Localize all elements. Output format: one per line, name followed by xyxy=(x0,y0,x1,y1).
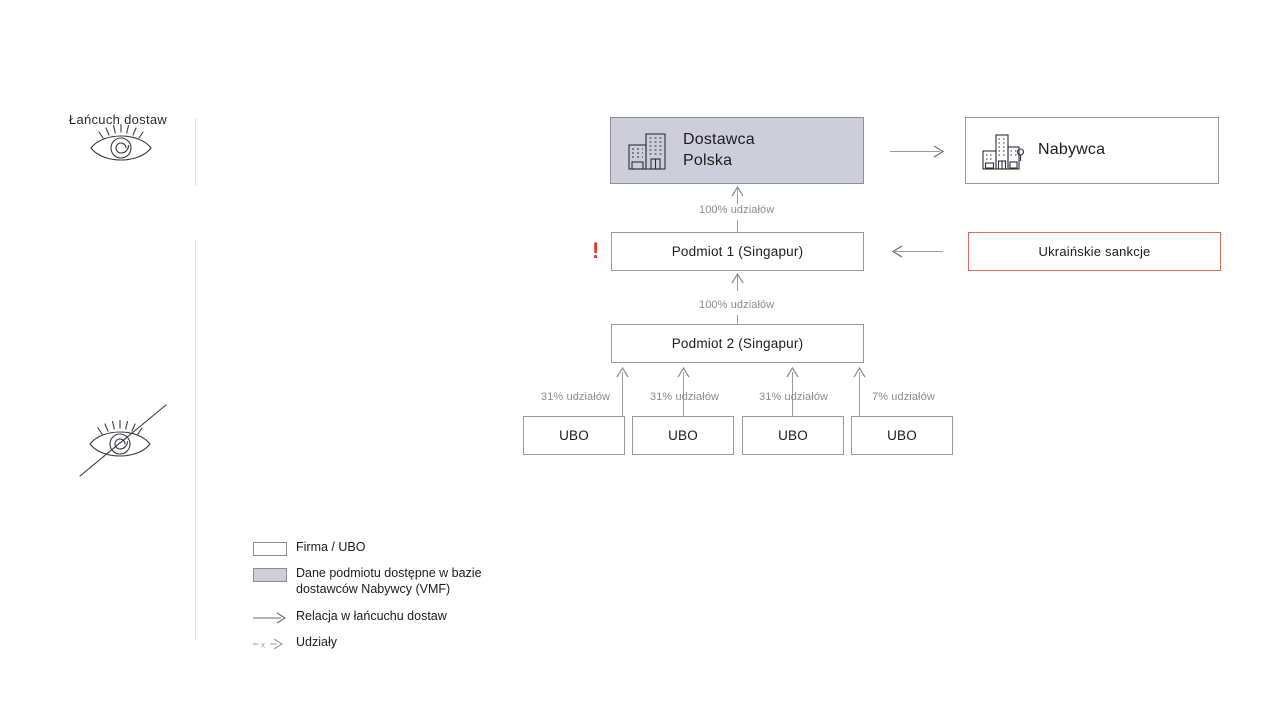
share-arrowhead-2 xyxy=(731,271,744,290)
supply-relation-line xyxy=(890,151,940,152)
share-label-1: 100% udziałów xyxy=(699,204,775,216)
share-label-2: 100% udziałów xyxy=(699,299,775,311)
legend-item-relation: Relacja w łańcuchu dostaw xyxy=(253,609,526,625)
node-dostawca-title: Dostawca Polska xyxy=(683,130,755,172)
svg-text:x: x xyxy=(261,641,265,650)
node-ubo-3-label: UBO xyxy=(778,428,808,443)
node-ubo-2[interactable]: UBO xyxy=(632,416,734,455)
ubo-3-line xyxy=(792,372,793,416)
ubo-4-share-label: 7% udziałów xyxy=(872,391,935,403)
ubo-3-share-label: 31% udziałów xyxy=(759,391,829,403)
node-nabywca-label: Nabywca xyxy=(1038,141,1106,159)
legend-label-firma-ubo: Firma / UBO xyxy=(296,540,366,554)
ubo-1-share-label: 31% udziałów xyxy=(541,391,611,403)
node-podmiot-2[interactable]: Podmiot 2 (Singapur) xyxy=(611,324,864,363)
legend-label-shares: Udziały xyxy=(296,635,337,650)
city-buildings-icon xyxy=(980,129,1025,173)
ubo-1-line xyxy=(622,372,623,416)
node-ubo-4[interactable]: UBO xyxy=(851,416,953,455)
node-ubo-1[interactable]: UBO xyxy=(523,416,625,455)
node-dostawca-polska[interactable]: Dostawca Polska xyxy=(610,117,864,184)
share-arrow-icon: x xyxy=(253,637,287,651)
solid-arrow-icon xyxy=(253,611,287,625)
supply-relation-arrowhead xyxy=(933,145,947,163)
ubo-4-arrowhead xyxy=(853,365,866,384)
legend: Firma / UBO Dane podmiotu dostępne w baz… xyxy=(253,540,526,661)
node-ubo-1-label: UBO xyxy=(559,428,589,443)
legend-label-relation: Relacja w łańcuchu dostaw xyxy=(296,609,447,624)
share-line-1-upper xyxy=(737,186,738,204)
share-arrowhead-1 xyxy=(731,184,744,203)
node-sanction-label: Ukraińskie sankcje xyxy=(1038,244,1151,259)
ubo-2-line xyxy=(683,372,684,416)
ubo-3-arrowhead xyxy=(786,365,799,384)
node-ukrainskie-sankcje[interactable]: Ukraińskie sankcje xyxy=(968,232,1221,271)
node-podmiot-1[interactable]: Podmiot 1 (Singapur) xyxy=(611,232,864,271)
ubo-4-line xyxy=(859,372,860,416)
white-box-swatch xyxy=(253,542,287,556)
legend-label-vmf: Dane podmiotu dostępne w bazie dostawców… xyxy=(296,566,482,596)
node-podmiot-1-label: Podmiot 1 (Singapur) xyxy=(671,244,804,259)
share-line-1-lower xyxy=(737,220,738,232)
ubo-1-arrowhead xyxy=(616,365,629,384)
node-ubo-2-label: UBO xyxy=(668,428,698,443)
supplier-line-1: Dostawca xyxy=(683,130,755,148)
eye-icon xyxy=(85,118,157,171)
eye-crossed-out-icon xyxy=(78,400,170,485)
office-buildings-icon xyxy=(625,129,669,173)
supplier-line-2: Polska xyxy=(683,151,733,169)
node-ubo-4-label: UBO xyxy=(887,428,917,443)
share-line-2-upper xyxy=(737,273,738,291)
ubo-2-share-label: 31% udziałów xyxy=(650,391,720,403)
share-line-2-lower xyxy=(737,315,738,325)
node-podmiot-2-label: Podmiot 2 (Singapur) xyxy=(671,336,804,351)
legend-item-shares: x Udziały xyxy=(253,635,526,651)
shaded-box-swatch xyxy=(253,568,287,582)
sanction-relation-line xyxy=(895,251,943,252)
legend-item-vmf: Dane podmiotu dostępne w bazie dostawców… xyxy=(253,566,526,597)
rail-label-supply-chain: Łańcuch dostaw xyxy=(68,112,168,127)
node-ubo-3[interactable]: UBO xyxy=(742,416,844,455)
rail-divider-main xyxy=(195,240,196,640)
exclamation-icon: ! xyxy=(592,238,600,263)
sanction-relation-arrowhead xyxy=(889,245,903,263)
rail-divider-top xyxy=(195,118,196,186)
legend-item-firma-ubo: Firma / UBO xyxy=(253,540,526,556)
ubo-2-arrowhead xyxy=(677,365,690,384)
node-nabywca[interactable]: Nabywca xyxy=(965,117,1219,184)
